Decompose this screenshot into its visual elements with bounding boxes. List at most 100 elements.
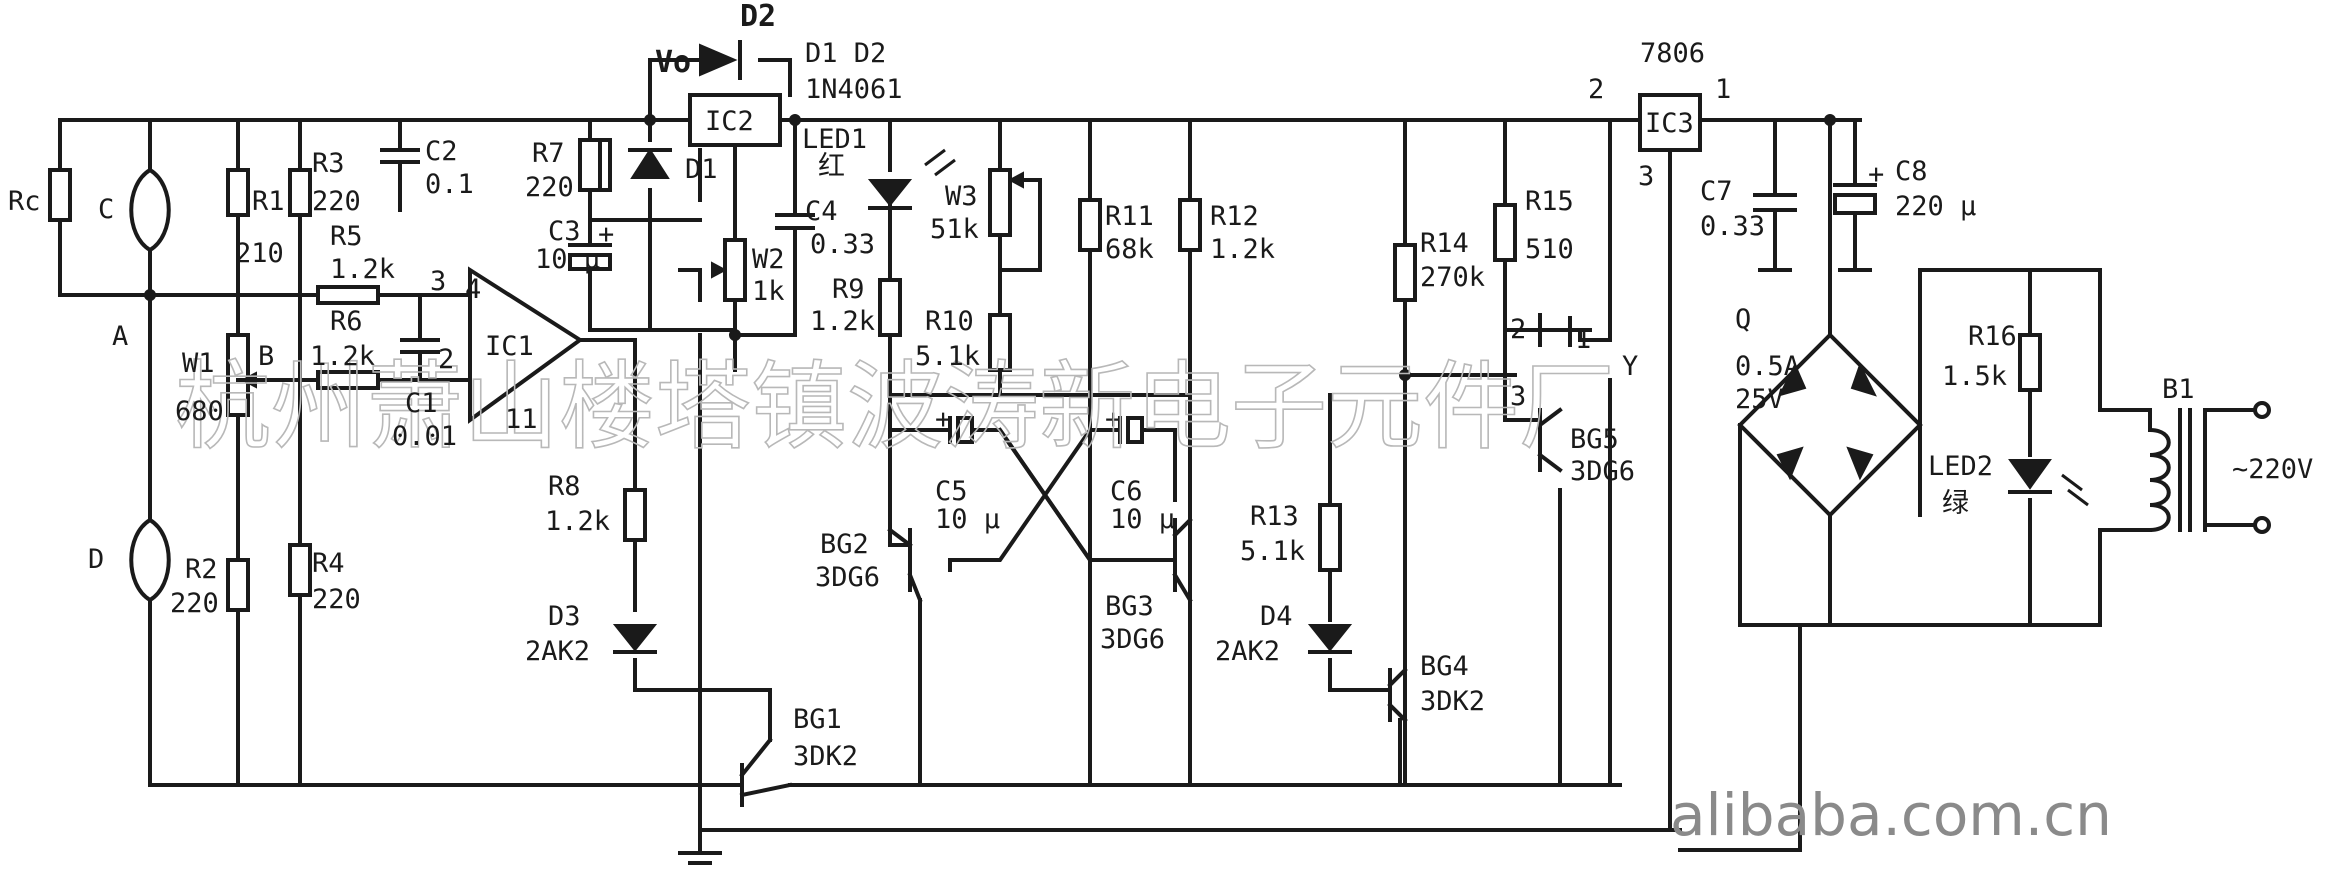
svg-text:Q: Q (1735, 304, 1751, 335)
svg-text:R5: R5 (330, 221, 363, 252)
svg-text:3DG6: 3DG6 (1100, 624, 1165, 655)
component-labels: Rc R1 210 R3 220 C2 0.1 R5 1.2k R6 1.2k … (8, 0, 2313, 772)
svg-text:~220V: ~220V (2232, 454, 2313, 485)
svg-text:C1: C1 (405, 388, 438, 419)
svg-text:BG1: BG1 (793, 704, 842, 735)
svg-text:R7: R7 (532, 138, 565, 169)
pin-labels: 3 2 4 11 2 1 3 1 2 3 Y (430, 74, 1731, 435)
svg-text:R4: R4 (312, 548, 345, 579)
svg-text:IC2: IC2 (705, 106, 754, 137)
svg-text:10 μ: 10 μ (535, 244, 600, 275)
svg-text:4: 4 (465, 274, 481, 305)
svg-text:W3: W3 (945, 181, 978, 212)
resistors (48, 138, 2042, 612)
svg-text:D2: D2 (740, 0, 776, 34)
svg-text:2: 2 (1588, 74, 1604, 105)
svg-text:1: 1 (1575, 324, 1591, 355)
svg-text:0.01: 0.01 (392, 421, 457, 452)
svg-text:C5: C5 (935, 476, 968, 507)
node-d: D (88, 544, 104, 575)
svg-text:220: 220 (312, 186, 361, 217)
svg-text:7806: 7806 (1640, 38, 1705, 69)
svg-text:2: 2 (438, 344, 454, 375)
svg-text:+: + (1105, 404, 1121, 435)
svg-text:W2: W2 (752, 244, 785, 275)
watermark: 杭州萧山楼塔镇波涛新电子元件厂 (175, 351, 1615, 463)
svg-text:3: 3 (1510, 381, 1526, 412)
svg-text:1.2k: 1.2k (1210, 234, 1275, 265)
svg-text:R14: R14 (1420, 228, 1469, 259)
svg-text:220 μ: 220 μ (1895, 191, 1976, 222)
svg-text:C2: C2 (425, 136, 458, 167)
site-watermark: alibaba.com.cn (1670, 781, 2112, 849)
svg-text:1.2k: 1.2k (310, 341, 375, 372)
svg-text:C6: C6 (1110, 476, 1143, 507)
svg-text:1: 1 (1715, 74, 1731, 105)
transformer (2147, 401, 2271, 534)
svg-text:1.2k: 1.2k (810, 306, 875, 337)
svg-text:BG5: BG5 (1570, 424, 1619, 455)
svg-text:R16: R16 (1968, 321, 2017, 352)
svg-text:R1: R1 (252, 186, 285, 217)
svg-text:B1: B1 (2162, 374, 2195, 405)
svg-text:220: 220 (312, 584, 361, 615)
svg-text:R3: R3 (312, 148, 345, 179)
svg-text:270k: 270k (1420, 262, 1485, 293)
transistors (736, 313, 1612, 807)
svg-text:0.1: 0.1 (425, 169, 474, 200)
capacitor-polarity-marks: + + + + (598, 159, 1884, 435)
leds (867, 148, 2089, 507)
svg-text:2AK2: 2AK2 (1215, 636, 1280, 667)
svg-text:2AK2: 2AK2 (525, 636, 590, 667)
svg-text:0.33: 0.33 (1700, 211, 1765, 242)
svg-text:C8: C8 (1895, 156, 1928, 187)
svg-text:510: 510 (1525, 234, 1574, 265)
svg-text:5.1k: 5.1k (915, 341, 980, 372)
svg-text:3DG6: 3DG6 (815, 562, 880, 593)
svg-text:3DK2: 3DK2 (793, 741, 858, 772)
svg-text:220: 220 (170, 588, 219, 619)
svg-text:红: 红 (818, 151, 845, 182)
ic-blocks (468, 93, 1702, 424)
svg-text:220: 220 (525, 172, 574, 203)
svg-text:3DG6: 3DG6 (1570, 456, 1635, 487)
svg-text:绿: 绿 (1942, 488, 1969, 519)
svg-text:11: 11 (505, 404, 538, 435)
sensor-probes (129, 167, 171, 603)
svg-text:W1: W1 (182, 348, 215, 379)
svg-text:D4: D4 (1260, 601, 1293, 632)
svg-text:R11: R11 (1105, 201, 1154, 232)
svg-text:R9: R9 (832, 274, 865, 305)
svg-text:+: + (935, 404, 951, 435)
svg-text:51k: 51k (930, 214, 979, 245)
svg-text:1.2k: 1.2k (330, 254, 395, 285)
svg-text:1k: 1k (752, 276, 785, 307)
svg-text:BG2: BG2 (820, 529, 869, 560)
node-c: C (98, 194, 114, 225)
svg-text:3: 3 (430, 266, 446, 297)
svg-text:3DK2: 3DK2 (1420, 686, 1485, 717)
svg-text:210: 210 (235, 238, 284, 269)
diodes (612, 40, 1877, 654)
capacitors (380, 148, 1877, 444)
node-b: B (258, 341, 274, 372)
svg-text:25V: 25V (1735, 384, 1784, 415)
svg-text:D3: D3 (548, 601, 581, 632)
label-rc: Rc (8, 186, 41, 217)
svg-text:R15: R15 (1525, 186, 1574, 217)
svg-text:IC3: IC3 (1645, 108, 1694, 139)
svg-text:D1: D1 (685, 154, 718, 185)
wiring (58, 58, 2262, 865)
svg-text:1.2k: 1.2k (545, 506, 610, 537)
svg-text:0.33: 0.33 (810, 229, 875, 260)
svg-text:IC1: IC1 (485, 331, 534, 362)
node-a: A (112, 321, 128, 352)
svg-text:R6: R6 (330, 306, 363, 337)
svg-text:2: 2 (1510, 314, 1526, 345)
svg-text:+: + (598, 219, 614, 250)
svg-text:BG3: BG3 (1105, 591, 1154, 622)
svg-text:R2: R2 (185, 554, 218, 585)
svg-text:R12: R12 (1210, 201, 1259, 232)
svg-text:R13: R13 (1250, 501, 1299, 532)
